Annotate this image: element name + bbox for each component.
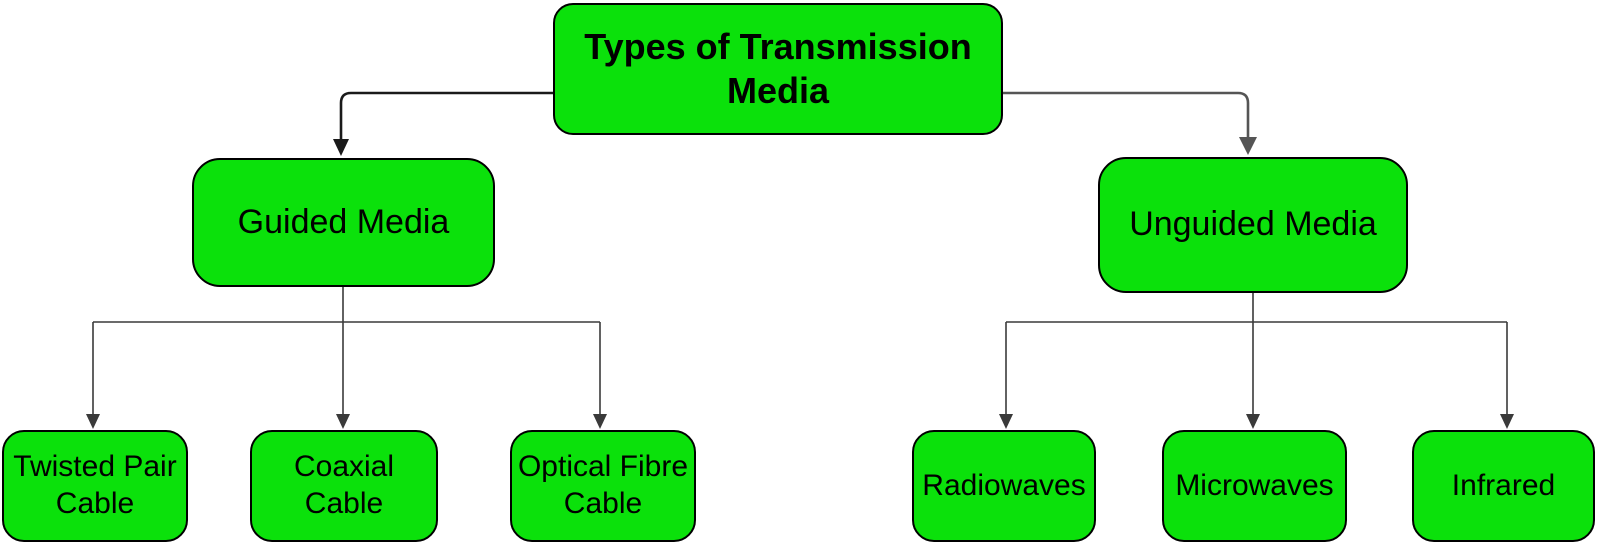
node-label-root: Types of Transmission Media [584,26,972,111]
node-radiowaves: Radiowaves [912,430,1096,542]
node-label-optical-fibre-cable: Optical Fibre Cable [517,450,689,520]
node-label-coaxial-cable: Coaxial Cable [293,450,395,520]
edge-root-to-unguided [1003,91,1250,139]
node-unguided-media: Unguided Media [1098,157,1408,293]
node-microwaves: Microwaves [1162,430,1347,542]
node-label-microwaves: Microwaves [1175,468,1334,502]
node-twisted-pair-cable: Twisted Pair Cable [2,430,188,542]
node-label-guided-media: Guided Media [237,202,450,241]
node-label-radiowaves: Radiowaves [922,468,1086,502]
node-infrared: Infrared [1412,430,1595,542]
node-label-twisted-pair-cable: Twisted Pair Cable [13,450,177,520]
node-guided-media: Guided Media [192,158,495,287]
arrowhead-optical [593,414,607,429]
arrowhead-twisted [86,414,100,429]
arrowhead-guided [333,139,349,156]
arrowhead-microwaves [1246,414,1260,429]
arrowhead-coaxial [336,414,350,429]
node-coaxial-cable: Coaxial Cable [250,430,438,542]
arrowhead-infrared [1500,414,1514,429]
node-label-infrared: Infrared [1451,468,1556,502]
edge-root-to-guided [339,91,553,141]
node-label-unguided-media: Unguided Media [1129,205,1377,244]
node-types-of-transmission-media: Types of Transmission Media [553,3,1003,135]
arrowhead-unguided [1239,137,1257,155]
arrowhead-radiowaves [999,414,1013,429]
node-optical-fibre-cable: Optical Fibre Cable [510,430,696,542]
